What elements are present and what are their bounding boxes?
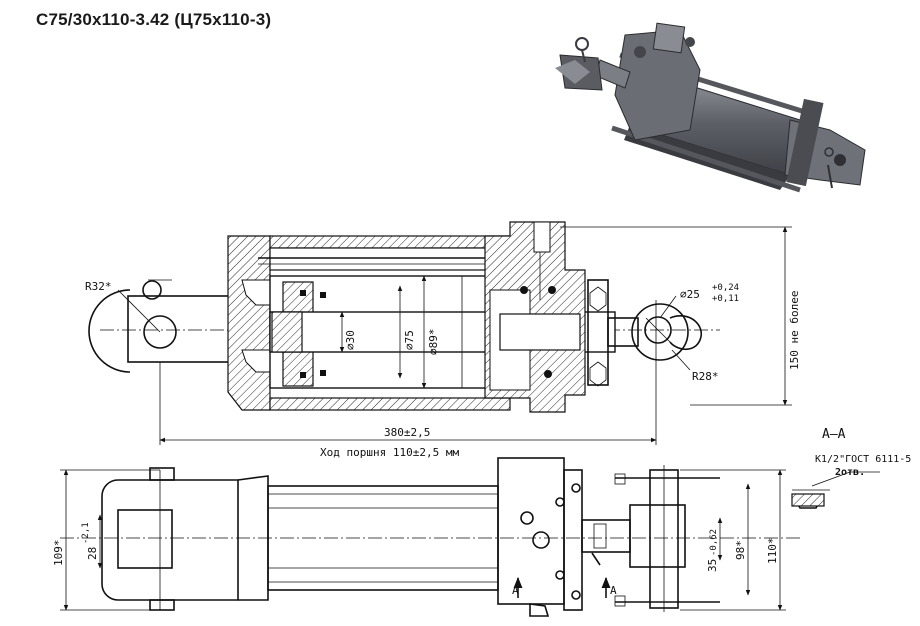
thread-spec: К1/2"ГОСТ 6111-5	[815, 454, 911, 465]
dim-length-380: 380±2,5	[384, 426, 430, 439]
section-title: А–А	[822, 427, 846, 442]
dim-d30: ⌀30	[344, 330, 357, 350]
section-a-a-detail	[791, 471, 880, 509]
dim-w35-tol: -0,62	[709, 529, 719, 556]
top-view	[60, 457, 800, 617]
page-title: С75/30х110-3.42 (Ц75х110-3)	[36, 10, 272, 29]
dim-w35: 35	[706, 559, 719, 572]
dim-d75: ⌀75	[403, 330, 416, 350]
dim-d25: ⌀25	[680, 288, 700, 301]
section-mark-a-left: А	[512, 584, 519, 597]
dim-w98: 98*	[734, 540, 747, 560]
cylinder-3d-render	[555, 22, 866, 193]
section-mark-a-right: А	[610, 584, 617, 597]
dim-d25-tol-dn: +0,11	[712, 294, 739, 304]
dim-w28: 28	[86, 547, 99, 560]
dim-stroke: Ход поршня 110±2,5 мм	[320, 446, 459, 459]
dim-r32: R32*	[85, 280, 112, 293]
dim-w28-tol: -2,1	[81, 522, 91, 544]
dim-w110: 110*	[766, 538, 779, 565]
holes-count: 2отв.	[835, 467, 865, 478]
front-section-view	[88, 221, 792, 445]
dim-w109: 109*	[52, 540, 65, 567]
dim-d89: ⌀89*	[427, 329, 440, 356]
dim-height-150: 150 не более	[788, 291, 801, 370]
dim-r28: R28*	[692, 370, 719, 383]
dim-d25-tol-up: +0,24	[712, 283, 739, 293]
